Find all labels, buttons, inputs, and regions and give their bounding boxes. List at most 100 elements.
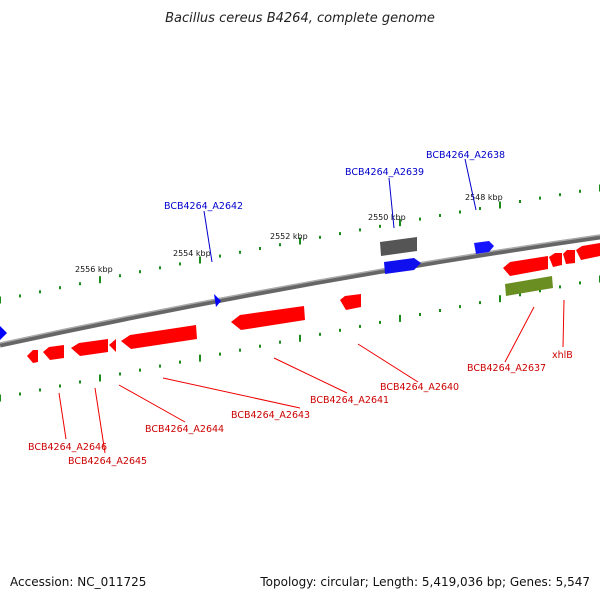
outer-tick-minor [279, 243, 281, 247]
outer-tick-minor [579, 189, 581, 193]
scale-label-2554: 2554 kbp [173, 249, 211, 258]
accession-text: Accession: NC_011725 [10, 575, 146, 589]
gene-arrow-partial-left[interactable] [0, 326, 7, 340]
outer-tick-minor [519, 200, 521, 203]
scale-label-2550: 2550 kbp [368, 213, 406, 222]
outer-tick-minor [79, 282, 81, 286]
inner-tick-track [0, 275, 600, 402]
gene-arrow-right-1[interactable] [549, 253, 562, 267]
pseudo-feature-bcb4264-a2639[interactable] [380, 237, 417, 256]
inner-tick-minor [339, 328, 341, 332]
inner-tick-minor [579, 281, 581, 285]
scale-label-2552: 2552 kbp [270, 232, 308, 241]
outer-tick-minor [419, 217, 421, 221]
inner-tick-minor [39, 388, 41, 392]
gene-arrow-bcb4264-a2637[interactable] [503, 256, 548, 276]
inner-tick-minor [179, 360, 181, 364]
gene-arrow-bcb4264-a2641[interactable] [231, 306, 305, 330]
genome-backbone-highlight [0, 234, 600, 344]
gene-arrow-bcb4264-a2638[interactable] [474, 241, 494, 254]
inner-tick-minor [79, 380, 81, 384]
inner-tick-major [99, 374, 101, 382]
outer-tick-minor [439, 214, 441, 217]
outer-tick-major [399, 219, 401, 227]
inner-tick-minor [359, 324, 361, 328]
gene-label-bcb4264-a2642[interactable]: BCB4264_A2642 [164, 201, 243, 212]
gene-arrow-right-3[interactable] [576, 243, 600, 260]
inner-tick-major [0, 394, 1, 402]
inner-tick-minor [439, 309, 441, 312]
gene-label-bcb4264-a2643[interactable]: BCB4264_A2643 [231, 410, 310, 421]
outer-tick-minor [179, 262, 181, 266]
gene-label-bcb4264-a2641[interactable]: BCB4264_A2641 [310, 395, 389, 406]
inner-tick-minor [59, 384, 61, 388]
outer-tick-major [199, 256, 201, 264]
outer-tick-minor [379, 224, 381, 228]
inner-tick-minor [19, 392, 21, 396]
inner-tick-minor [379, 320, 381, 324]
outer-tick-minor [479, 207, 481, 210]
outer-tick-minor [39, 290, 41, 294]
inner-tick-major [199, 354, 201, 362]
outer-tick-minor [319, 235, 321, 239]
outer-tick-minor [59, 286, 61, 290]
gene-label-bcb4264-a2645[interactable]: BCB4264_A2645 [68, 456, 147, 467]
inner-tick-minor [519, 293, 521, 297]
gene-label-bcb4264-a2644[interactable]: BCB4264_A2644 [145, 424, 224, 435]
gene-label-bcb4264-a2646[interactable]: BCB4264_A2646 [28, 442, 107, 453]
inner-tick-minor [259, 344, 261, 348]
inner-tick-minor [139, 368, 141, 372]
gene-label-bcb4264-a2638[interactable]: BCB4264_A2638 [426, 150, 505, 161]
outer-tick-minor [119, 274, 121, 278]
outer-tick-minor [159, 266, 161, 270]
gene-arrow-bcb4264-a2640[interactable] [340, 294, 361, 310]
gene-arrow-bcb4264-a2645[interactable] [71, 339, 108, 356]
inner-tick-minor [319, 332, 321, 336]
outer-tick-minor [259, 247, 261, 250]
inner-tick-minor [459, 305, 461, 309]
outer-tick-minor [339, 232, 341, 236]
inner-tick-minor [559, 285, 561, 289]
gene-arrow-left-edge[interactable] [27, 350, 38, 363]
gene-label-bcb4264-a2640[interactable]: BCB4264_A2640 [380, 382, 459, 393]
outer-tick-minor [139, 270, 141, 274]
gene-label-bcb4264-a2637[interactable]: BCB4264_A2637 [467, 363, 546, 374]
inner-tick-minor [479, 301, 481, 305]
gene-arrow-bcb4264-a2646[interactable] [43, 345, 64, 360]
genome-backbone [0, 234, 600, 348]
rna-feature-xhlb[interactable] [505, 276, 553, 296]
inner-tick-minor [239, 348, 241, 352]
reverse-leader-lines [58, 299, 565, 454]
outer-tick-minor [559, 193, 561, 197]
inner-tick-minor [119, 372, 121, 376]
inner-tick-minor [219, 352, 221, 356]
gene-label-xhlb[interactable]: xhlB [552, 350, 573, 361]
gene-arrow-bcb4264-a2644[interactable] [109, 339, 116, 352]
genome-summary-text: Topology: circular; Length: 5,419,036 bp… [259, 575, 590, 589]
inner-tick-minor [279, 340, 281, 344]
outer-tick-major [99, 276, 101, 284]
outer-tick-major [499, 201, 501, 209]
outer-tick-minor [19, 294, 21, 298]
gene-arrow-right-2[interactable] [563, 250, 575, 264]
inner-tick-major [399, 314, 401, 322]
forward-leader-lines [203, 158, 477, 263]
inner-tick-minor [539, 289, 541, 293]
gene-label-bcb4264-a2639[interactable]: BCB4264_A2639 [345, 167, 424, 178]
outer-tick-minor [459, 210, 461, 214]
inner-tick-minor [159, 364, 161, 368]
inner-tick-minor [419, 313, 421, 316]
gene-arrow-bcb4264-a2642[interactable] [214, 294, 221, 307]
inner-tick-major [299, 334, 301, 342]
gene-arrow-bcb4264-a2639[interactable] [384, 258, 421, 274]
outer-tick-minor [239, 250, 241, 254]
outer-tick-minor [539, 196, 541, 200]
reverse-strand-features [27, 243, 600, 363]
outer-tick-major [299, 237, 301, 245]
outer-tick-major [0, 296, 1, 304]
gene-arrow-bcb4264-a2643[interactable] [121, 325, 197, 349]
forward-strand-features [0, 237, 494, 340]
scale-label-2556: 2556 kbp [75, 265, 113, 274]
map-title: Bacillus cereus B4264, complete genome [165, 11, 435, 26]
